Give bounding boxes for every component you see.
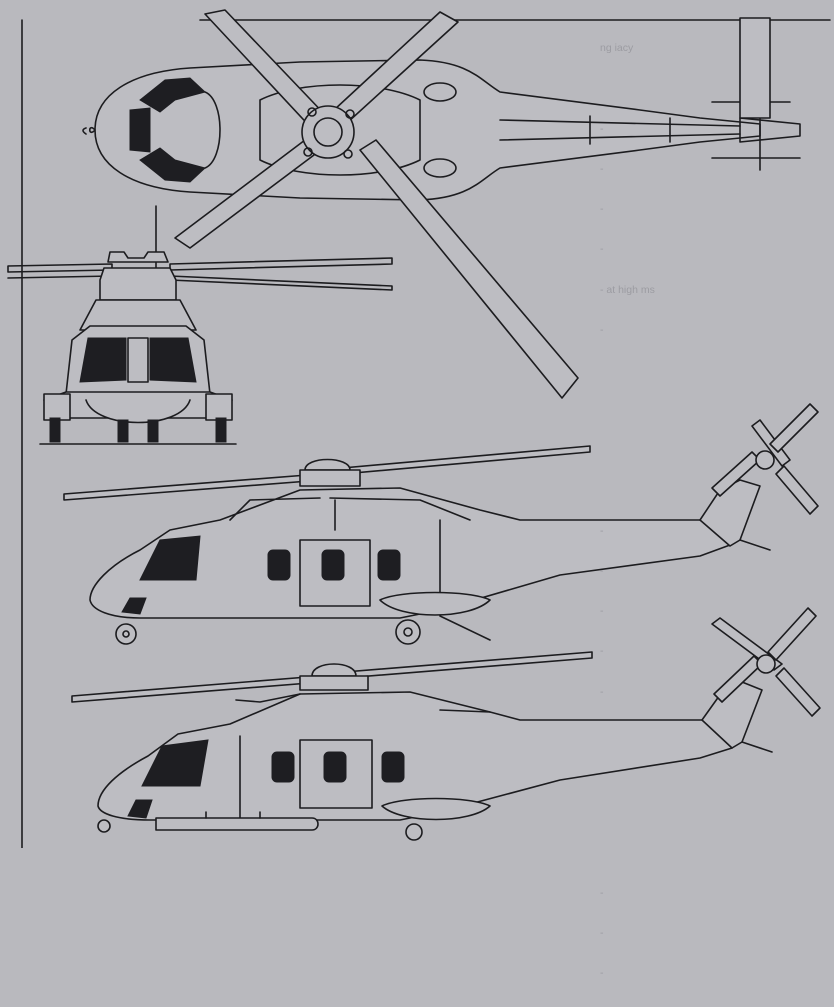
front-view	[7, 205, 393, 445]
bleed-through-right-column: - - - - - at high ms - - - - - - - - -	[600, 122, 655, 980]
helicopter-drawing	[7, 9, 831, 848]
bleed-through-header: ng iacy	[600, 42, 634, 54]
three-view-drawing-sheet: ng iacy	[7, 9, 831, 979]
border-lines	[21, 19, 831, 848]
side-view-upper	[63, 403, 819, 645]
top-view	[82, 9, 801, 399]
side-view-lower	[71, 607, 821, 841]
